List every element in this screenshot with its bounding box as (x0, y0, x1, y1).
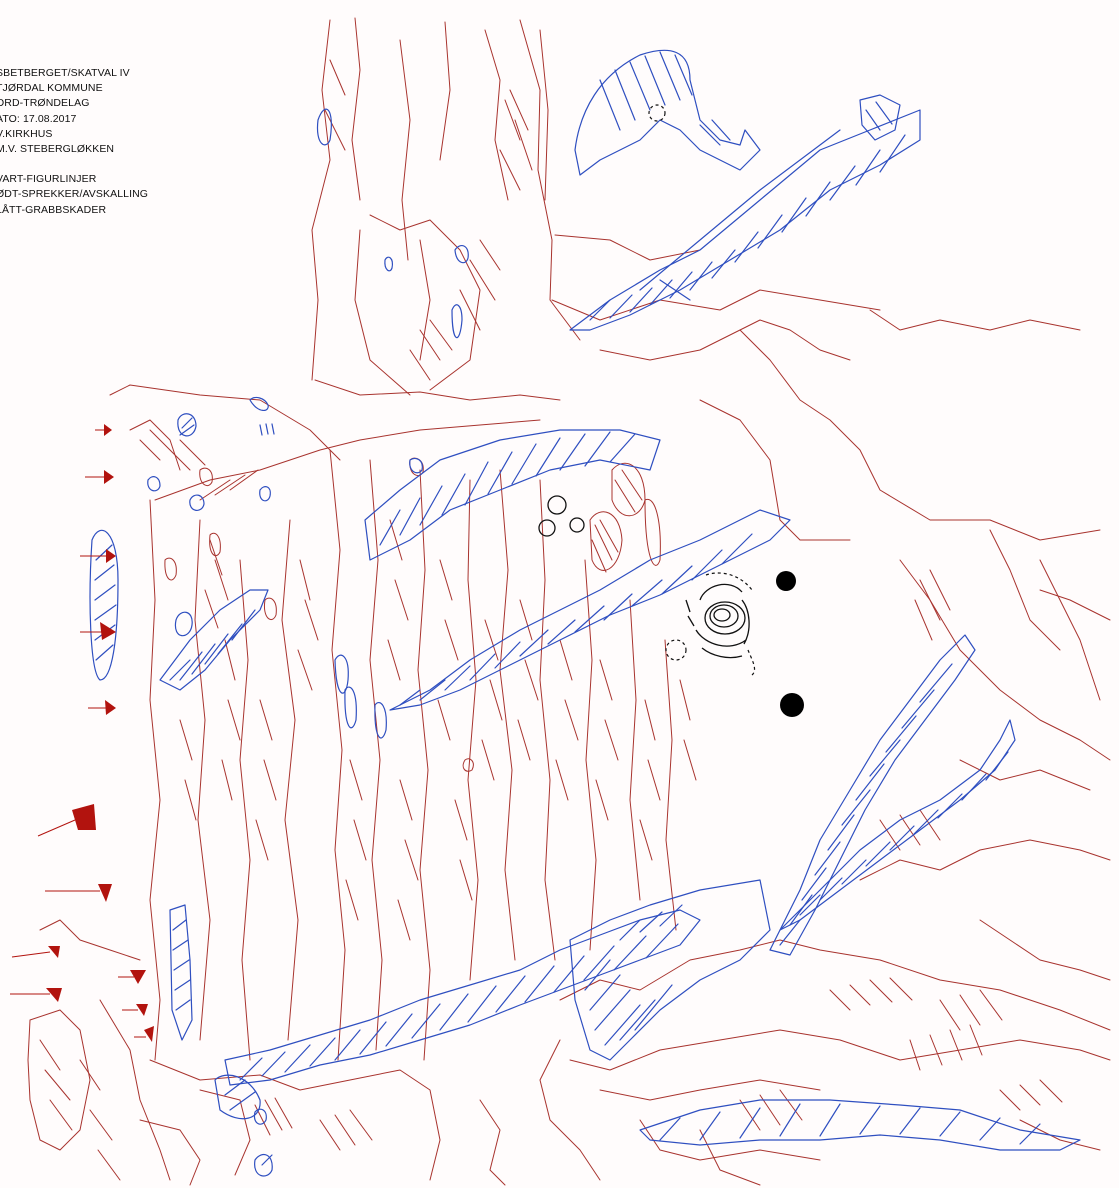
concentric-figure (685, 572, 756, 676)
key-blue-damage: LÅTT-GRABBSKADER (0, 203, 107, 216)
ring-figure (648, 104, 666, 122)
blue-damage-zones (89, 49, 1081, 1177)
edge-marker-icon (37, 804, 96, 837)
ring-figure (547, 495, 567, 515)
ring-figure (569, 517, 585, 533)
edge-marker-icon (11, 946, 60, 958)
edge-marker-icon (95, 424, 112, 436)
site-name: SBETBERGET/SKATVAL IV (0, 67, 130, 79)
municipality: TJØRDAL KOMMUNE (0, 82, 103, 95)
key-black-figure-lines: VART-FIGURLINJER (0, 173, 97, 186)
ring-figure (665, 639, 687, 661)
edge-marker-icon (118, 970, 146, 984)
edge-marker-icon (80, 622, 116, 640)
edge-marker-icon (45, 884, 112, 902)
edge-marker-icon (10, 988, 62, 1002)
ring-figure (538, 519, 556, 537)
legend-block: SBETBERGET/SKATVAL IV TJØRDAL KOMMUNE OR… (0, 66, 148, 218)
edge-marker-icon (85, 470, 114, 484)
cup-mark-icon (776, 571, 796, 591)
edge-markers (10, 424, 154, 1042)
edge-marker-icon (134, 1026, 154, 1042)
county: ORD-TRØNDELAG (0, 97, 90, 110)
red-crack-lines (27, 17, 1111, 1186)
edge-marker-icon (80, 549, 116, 563)
documenter: V.KIRKHUS (0, 127, 53, 140)
black-figure-lines (538, 104, 804, 717)
edge-marker-icon (122, 1004, 148, 1016)
key-red-cracks: ØDT-SPREKKER/AVSKALLING (0, 188, 149, 201)
documenter: M.V. STEBERGLØKKEN (0, 143, 115, 156)
legend-gap (0, 157, 148, 172)
cup-mark-icon (780, 693, 804, 717)
date: ATO: 17.08.2017 (0, 112, 77, 125)
edge-marker-icon (88, 700, 116, 715)
